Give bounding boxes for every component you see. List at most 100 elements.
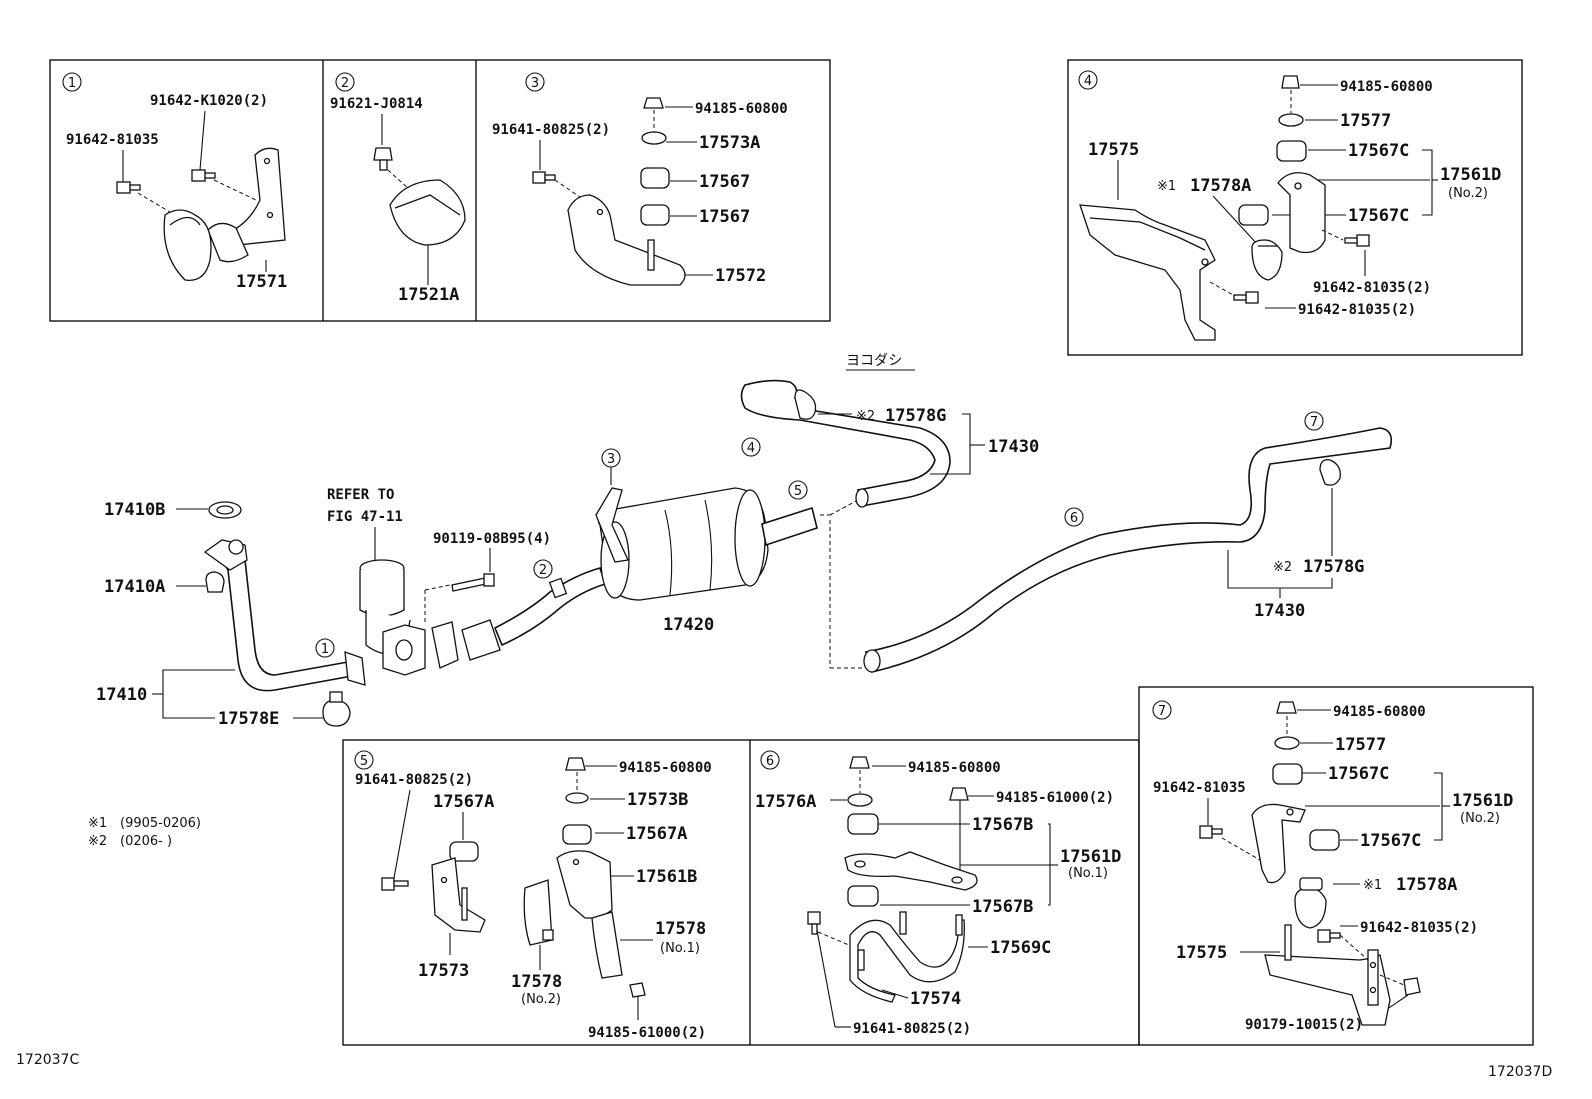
label-91621-J0814: 91621-J0814	[330, 96, 423, 112]
label-17430-top: 17430	[988, 437, 1039, 457]
label-90179-10015: 90179-10015(2)	[1245, 1017, 1363, 1033]
muffler-17420	[595, 487, 818, 601]
bracket-17561B	[556, 850, 613, 919]
clamp-17578E	[322, 691, 351, 727]
label-91642-81035-a: 91642-81035(2)	[1313, 280, 1431, 296]
callout-5: 5	[794, 484, 802, 499]
label-94185-61000: 94185-61000(2)	[588, 1025, 706, 1041]
bracket-17561D	[1251, 803, 1306, 884]
label-no2: (No.2)	[1460, 811, 1500, 826]
label-17578G-right: 17578G	[1303, 557, 1364, 577]
box-4-index: 4	[1084, 74, 1092, 89]
box-5-index: 5	[360, 754, 368, 769]
bracket-17561D	[1277, 172, 1326, 254]
label-90119-08B95: 90119-08B95(4)	[433, 531, 551, 547]
label-91642-81035: 91642-81035	[66, 132, 159, 148]
label-94185-60800: 94185-60800	[619, 760, 712, 776]
label-no1: (No.1)	[660, 941, 700, 956]
bracket-17572	[567, 194, 686, 286]
box-6-index: 6	[766, 754, 774, 769]
label-17561B: 17561B	[636, 867, 697, 887]
label-17574: 17574	[910, 989, 961, 1009]
label-94185-60800: 94185-60800	[1333, 704, 1426, 720]
callout-4: 4	[747, 441, 755, 456]
label-91642-81035: 91642-81035	[1153, 780, 1246, 796]
label-no2: (No.2)	[521, 992, 561, 1007]
refer-to-line-1: REFER TO	[327, 487, 394, 503]
callout-2: 2	[539, 563, 547, 578]
detail-group-5-6-7	[342, 686, 1534, 1046]
label-17577: 17577	[1335, 735, 1386, 755]
clamp-17578A	[1251, 239, 1283, 281]
label-17430-right: 17430	[1254, 601, 1305, 621]
bolt-icon	[116, 169, 216, 194]
bolt-icon	[1233, 234, 1370, 304]
detail-box-7: 7 94185-60800 17577 17567C 91642-81035 1…	[1152, 700, 1513, 1033]
detail-box-2: 2 91621-J0814 17521A	[330, 72, 466, 305]
nut-icon	[1272, 701, 1421, 996]
hanger-bracket-17571	[163, 147, 286, 281]
box-1-index: 1	[68, 76, 76, 91]
callout-6: 6	[1070, 511, 1078, 526]
clamp-17574-17569C	[849, 911, 965, 1003]
bolt-90119	[451, 573, 495, 592]
label-17567B-b: 17567B	[972, 897, 1033, 917]
tail-pipe-rear	[863, 427, 1393, 673]
label-17567A-b: 17567A	[626, 824, 687, 844]
front-pipe-17410	[203, 539, 366, 692]
label-17571: 17571	[236, 272, 287, 292]
callout-1: 1	[321, 642, 329, 657]
label-17578-no1: 17578	[655, 919, 706, 939]
legend-range-1: (9905-0206)	[120, 816, 201, 831]
label-17561D: 17561D	[1060, 847, 1121, 867]
label-91641-80825: 91641-80825(2)	[853, 1021, 971, 1037]
bolt-icon	[532, 171, 556, 184]
detail-box-3: 3 94185-60800 91641-80825(2) 17573A 1756…	[492, 72, 788, 286]
box-3-index: 3	[531, 76, 539, 91]
label-17569C: 17569C	[990, 938, 1051, 958]
label-17578G-top: 17578G	[885, 406, 946, 426]
center-pipe	[461, 567, 607, 661]
label-17576A: 17576A	[755, 792, 816, 812]
detail-box-5: 5 94185-60800 91641-80825(2) 17567A 1757…	[354, 750, 712, 1041]
label-no1: (No.1)	[1068, 866, 1108, 881]
label-91642-81035-b: 91642-81035(2)	[1298, 302, 1416, 318]
mark-1: ※1	[1157, 179, 1176, 194]
label-94185-61000: 94185-61000(2)	[996, 790, 1114, 806]
callout-3: 3	[607, 452, 615, 467]
nut-icon	[640, 97, 670, 226]
label-17410A: 17410A	[104, 577, 165, 597]
refer-to-line-2: FIG 47-11	[327, 509, 403, 525]
nut-icon	[847, 756, 969, 907]
clamp-17578-no2	[523, 879, 554, 946]
crossmember-17575	[1264, 924, 1391, 1026]
label-91642-81035-2: 91642-81035(2)	[1360, 920, 1478, 936]
nut-17410A	[205, 571, 225, 593]
view-label: ヨコダシ	[846, 353, 902, 369]
hanger-plate-17561D	[844, 851, 978, 891]
label-17567B-a: 17567B	[972, 815, 1033, 835]
mark-2-top: ※2	[856, 409, 875, 424]
label-17567C-a: 17567C	[1348, 141, 1409, 161]
label-17572: 17572	[715, 266, 766, 286]
clamp-17578A	[1294, 877, 1327, 929]
bolt-icon	[381, 877, 409, 891]
label-17575: 17575	[1088, 140, 1139, 160]
legend-range-2: (0206- )	[120, 834, 172, 849]
catalytic-converter	[359, 559, 459, 676]
main-assembly: ヨコダシ 17410B 17410A 17410 17578E	[96, 353, 1393, 729]
label-17577: 17577	[1340, 111, 1391, 131]
bolt-icon	[1199, 825, 1341, 943]
legend-mark-1: ※1	[88, 816, 107, 831]
detail-box-4: 4 94185-60800 17577 17575 17567C ※1 1757…	[1067, 59, 1523, 356]
label-17567-b: 17567	[699, 207, 750, 227]
label-17567C-b: 17567C	[1348, 206, 1409, 226]
bolt-icon	[373, 147, 393, 171]
label-17578A: 17578A	[1190, 176, 1251, 196]
label-91641-80825: 91641-80825(2)	[355, 772, 473, 788]
clamp-17578-no1	[591, 911, 623, 979]
nut-icon	[449, 757, 646, 998]
label-94185-60800: 94185-60800	[908, 760, 1001, 776]
label-17420: 17420	[663, 615, 714, 635]
